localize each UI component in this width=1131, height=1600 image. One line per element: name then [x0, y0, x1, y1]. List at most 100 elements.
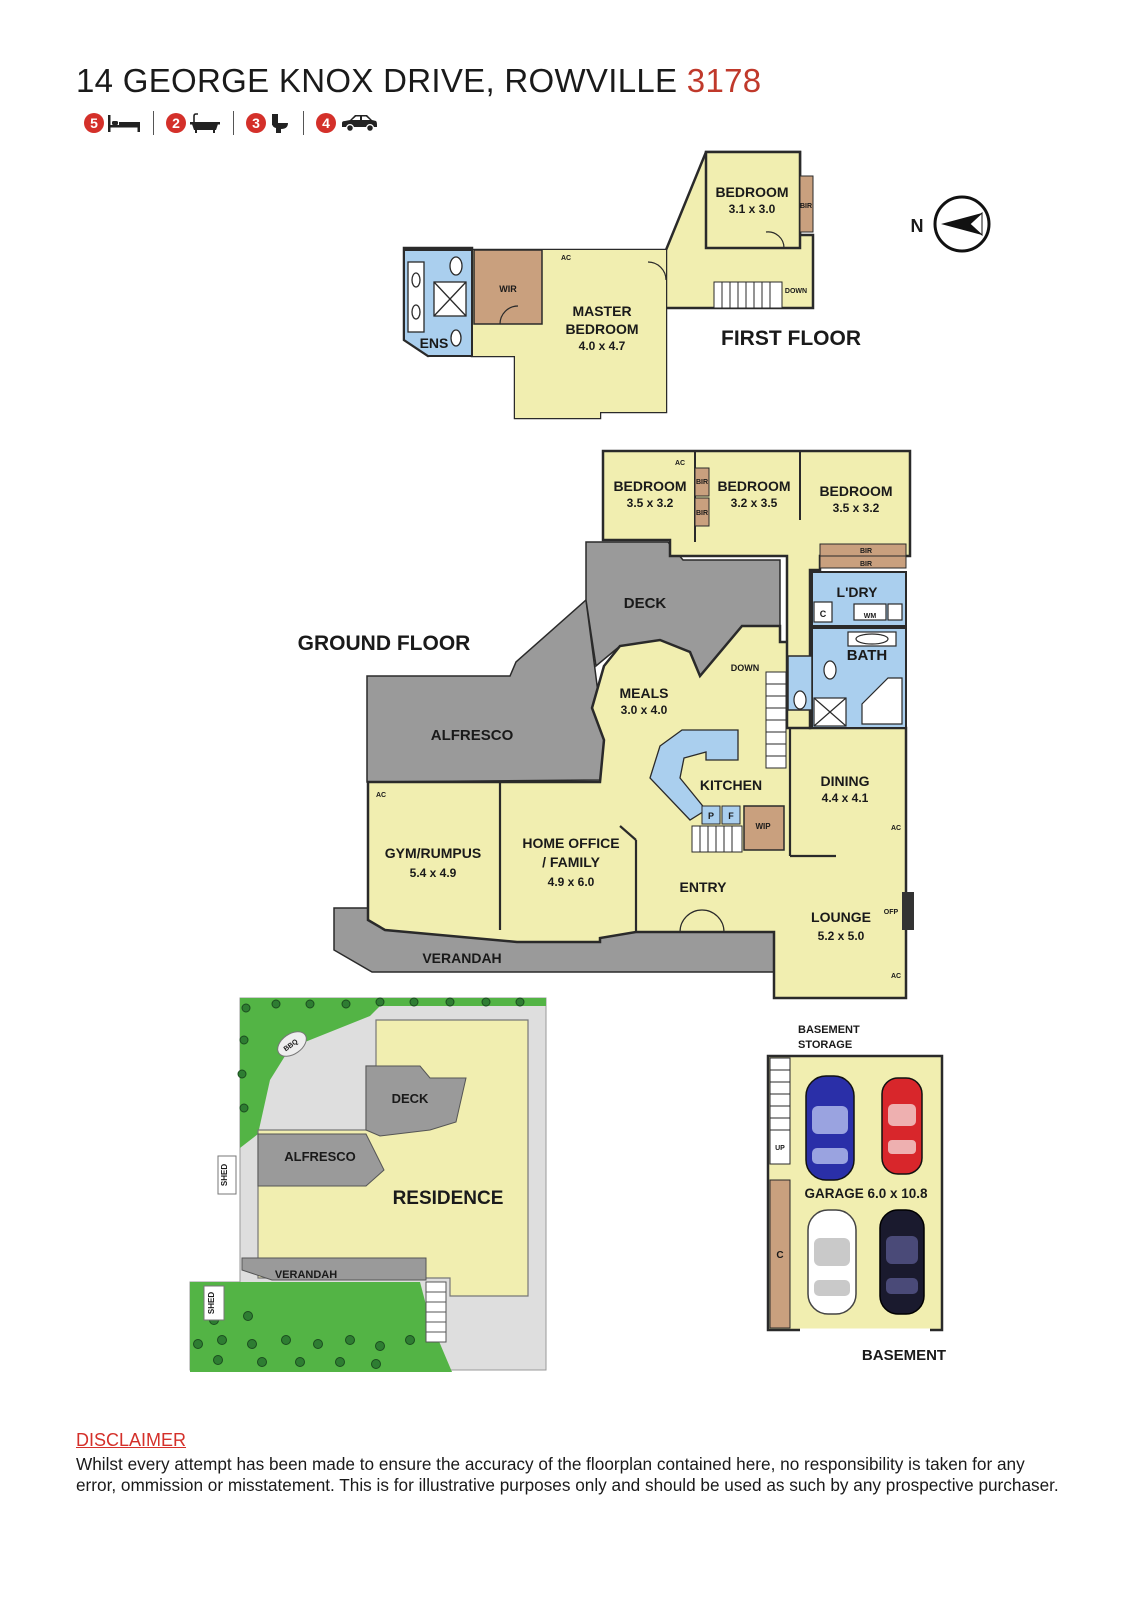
disclaimer-title: DISCLAIMER [76, 1430, 187, 1450]
office-size: 4.9 x 6.0 [548, 875, 595, 889]
basement-title: BASEMENT [862, 1347, 946, 1364]
north-compass: N [911, 195, 991, 253]
dining-label: DINING [821, 773, 870, 789]
walk-in-pantry [743, 805, 785, 851]
pantry-p [701, 805, 721, 825]
bir-label-1: BIR [696, 479, 708, 486]
front-garden [190, 1282, 452, 1372]
car-white [807, 1209, 857, 1315]
ac-label-2: AC [376, 792, 386, 799]
site-alfresco [257, 1133, 385, 1187]
basement-stair-treads [770, 1069, 790, 1131]
car-black [879, 1209, 925, 1315]
deck-label: DECK [624, 595, 667, 612]
ground-internal-walls [498, 728, 836, 932]
ground-floor-plan: BEDROOM 3.5 x 3.2 BEDROOM 3.2 x 3.5 BEDR… [298, 449, 914, 1000]
first-floor-title: FIRST FLOOR [721, 327, 861, 350]
basement-plan: BASEMENT STORAGE GARAGE 6.0 x 10.8 C UP … [766, 1024, 946, 1364]
ensuite-label: ENS [420, 335, 449, 351]
site-alfresco-label: ALFRESCO [284, 1149, 356, 1164]
ac-label-1: AC [675, 460, 685, 467]
meals-size: 3.0 x 4.0 [621, 703, 668, 717]
alfresco-area [366, 598, 611, 783]
pantry-f [721, 805, 741, 825]
laundry-label: L'DRY [837, 584, 879, 600]
bedroom-count: 5 [84, 113, 104, 133]
car-count: 4 [316, 113, 336, 133]
bedroom-robe-4 [819, 555, 907, 569]
wip-label: WIP [755, 822, 771, 831]
bath-icon [190, 113, 220, 133]
ofp-label: OFP [884, 909, 899, 916]
site-verandah-label: VERANDAH [275, 1269, 337, 1281]
fireplace [902, 892, 914, 930]
wir-label: WIR [499, 284, 517, 294]
basement-storage-label-2: STORAGE [798, 1039, 852, 1051]
office-label: HOME OFFICE [522, 835, 619, 851]
disclaimer: DISCLAIMER Whilst every attempt has been… [76, 1430, 1066, 1496]
walk-in-robe [473, 249, 543, 325]
site-steps [425, 1281, 447, 1343]
entry-stairs [691, 825, 743, 853]
shed-2 [203, 1285, 225, 1321]
basement-storage-label: BASEMENT [798, 1024, 860, 1036]
ac-label: AC [561, 255, 571, 262]
pantry-p-label: P [708, 811, 714, 821]
car-red [881, 1077, 923, 1175]
dining-size: 4.4 x 4.1 [822, 791, 869, 805]
car-blue [805, 1075, 855, 1181]
master-bedroom-size: 4.0 x 4.7 [579, 339, 626, 353]
toilet-icon [272, 114, 288, 133]
master-bedroom-label-2: BEDROOM [565, 321, 638, 337]
kitchen-bench [649, 729, 739, 821]
washing-machine-label: WM [864, 613, 877, 620]
site-plan: RESIDENCE DECK ALFRESCO VERANDAH SHED SH… [189, 997, 547, 1372]
basement-up-label: UP [775, 1145, 785, 1152]
bedrooms-stat: 5 [84, 112, 141, 134]
toilets-stat: 3 [246, 112, 291, 134]
bathroom-count: 2 [166, 113, 186, 133]
bedroom-3-size: 3.5 x 3.2 [833, 501, 880, 515]
shed-2-label: SHED [207, 1292, 216, 1314]
bir-label-3: BIR [860, 548, 872, 555]
stat-divider [233, 111, 234, 135]
upper-bedroom-label: BEDROOM [715, 184, 788, 200]
bedroom-1-label: BEDROOM [613, 478, 686, 494]
ground-down-label: DOWN [731, 663, 760, 673]
bathrooms-stat: 2 [166, 112, 221, 134]
bedroom-2-label: BEDROOM [717, 478, 790, 494]
kitchen-label: KITCHEN [700, 777, 762, 793]
upper-bedroom-size: 3.1 x 3.0 [729, 202, 776, 216]
garage-label: GARAGE 6.0 x 10.8 [804, 1186, 928, 1201]
garden-shrubs [193, 997, 525, 1369]
ground-floor-title: GROUND FLOOR [298, 632, 471, 655]
rear-garden [240, 998, 546, 1148]
postcode: 3178 [686, 62, 762, 99]
down-label: DOWN [785, 288, 807, 295]
ac-label-3: AC [891, 825, 901, 832]
first-floor-doors [499, 231, 785, 325]
shed-1-label: SHED [220, 1164, 229, 1186]
garage-cupboard [769, 1179, 791, 1329]
shed-1 [217, 1155, 237, 1195]
ground-stairs-down [765, 671, 787, 769]
property-address: 14 GEORGE KNOX DRIVE, ROWVILLE 3178 [76, 62, 761, 100]
alfresco-label: ALFRESCO [431, 727, 514, 744]
floor-plans: BEDROOM 3.1 x 3.0 MASTER BEDROOM 4.0 x 4… [189, 150, 991, 1372]
site-deck [365, 1065, 467, 1137]
bedroom-3-label: BEDROOM [819, 483, 892, 499]
upper-bir-label: BIR [800, 203, 812, 210]
bedroom-2-size: 3.2 x 3.5 [731, 496, 778, 510]
upper-bedroom-floor [704, 150, 802, 250]
bedroom-1-size: 3.5 x 3.2 [627, 496, 674, 510]
bedroom-robe-2 [694, 497, 710, 527]
pantry-f-label: F [728, 811, 734, 821]
gym-size: 5.4 x 4.9 [410, 866, 457, 880]
wet-area-fixtures [793, 601, 903, 727]
bedrooms-wing [601, 449, 912, 730]
bed-icon [108, 115, 140, 132]
compass-north-label: N [911, 216, 924, 236]
gym-label: GYM/RUMPUS [385, 845, 481, 861]
lounge-label: LOUNGE [811, 909, 871, 925]
bbq [277, 1031, 307, 1057]
